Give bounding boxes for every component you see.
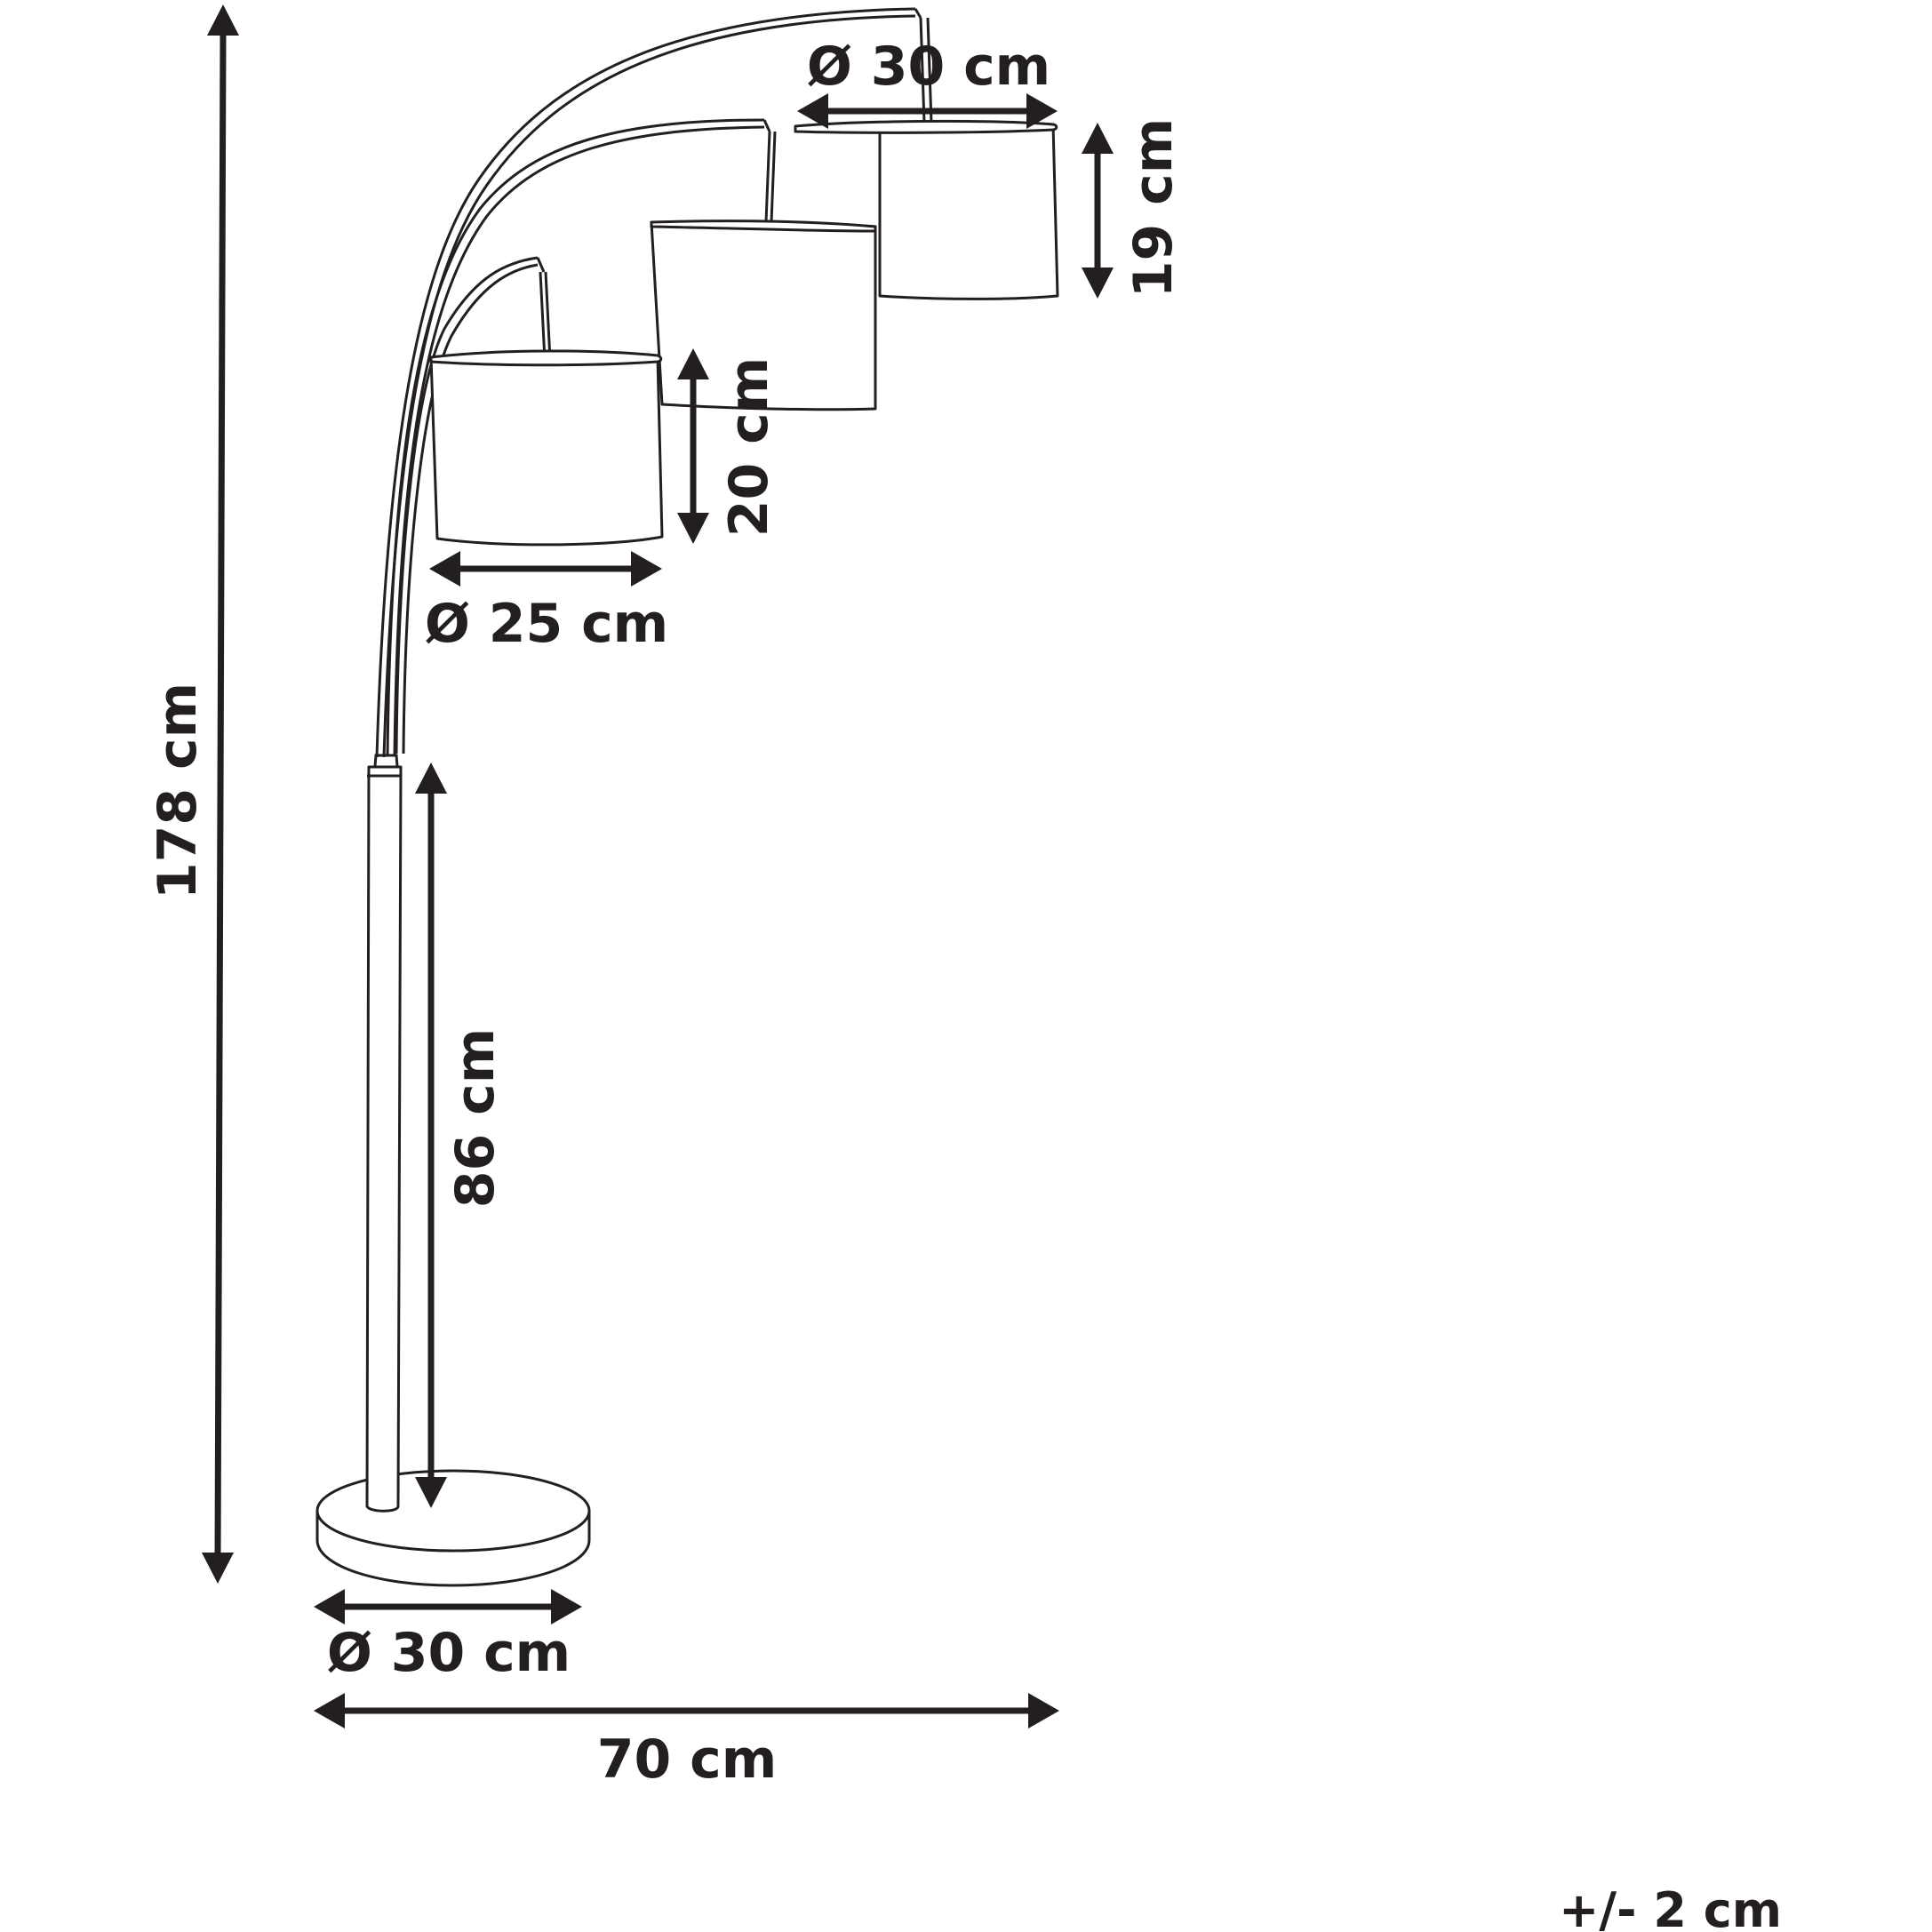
lamp-pole [365, 754, 403, 1513]
dimension-total-height [202, 4, 239, 1584]
dimension-base-to-arm-height [415, 762, 447, 1508]
dimension-large-shade-height [1082, 123, 1114, 299]
base-to-arm-height-label: 86 cm [444, 1028, 507, 1208]
small-shade-height-label: 20 cm [718, 357, 780, 537]
dimension-large-shade-diameter [797, 93, 1058, 129]
dimension-total-width [314, 1693, 1059, 1728]
dimension-small-shade-diameter [429, 551, 662, 587]
large-shade-height-label: 19 cm [1122, 118, 1185, 298]
tolerance-note: +/- 2 cm [1559, 1882, 1782, 1932]
lamp-base [315, 1469, 591, 1587]
dimension-base-diameter [314, 1589, 582, 1625]
small-shade-diameter-label: Ø 25 cm [425, 593, 668, 655]
lamp-shade-large [794, 119, 1059, 300]
total-height-label: 178 cm [147, 683, 209, 899]
large-shade-diameter-label: Ø 30 cm [807, 36, 1050, 98]
total-width-label: 70 cm [597, 1728, 777, 1791]
base-diameter-label: Ø 30 cm [327, 1622, 571, 1684]
dimension-small-shade-height [677, 348, 709, 544]
lamp-shade-middle [650, 220, 877, 411]
lamp-shade-small [429, 349, 664, 547]
